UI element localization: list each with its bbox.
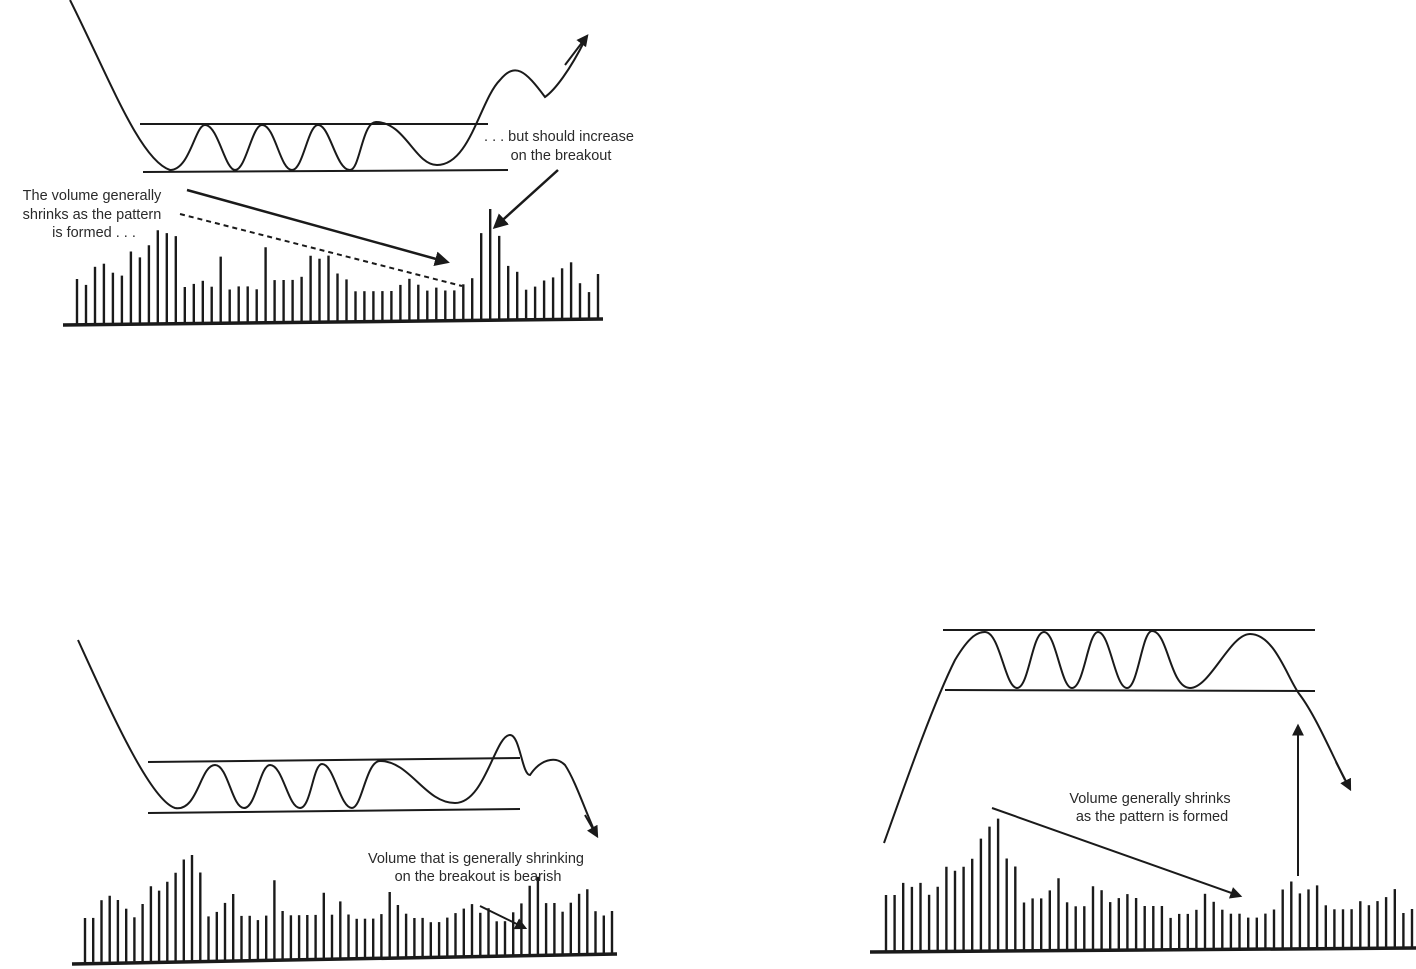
support-line bbox=[142, 169, 509, 173]
volume-bars bbox=[75, 209, 600, 324]
resistance-line bbox=[147, 757, 521, 763]
volume-baseline bbox=[62, 317, 604, 327]
price-path bbox=[69, 0, 586, 172]
breakdown-arrow bbox=[1335, 761, 1352, 792]
price-path bbox=[77, 639, 596, 833]
bearish-arrow bbox=[479, 905, 528, 930]
price-path bbox=[883, 629, 1346, 844]
volume-bars bbox=[83, 855, 614, 962]
volume-trend-dashed bbox=[179, 213, 463, 287]
label-shrink-2: Volume generally shrinks as the pattern … bbox=[1069, 791, 1234, 825]
panel-top-left: The volume generally shrinks as the patt… bbox=[23, 0, 638, 327]
volume-baseline bbox=[71, 952, 618, 966]
label-bearish: Volume that is generally shrinking on th… bbox=[368, 851, 588, 885]
label-shrink: The volume generally shrinks as the patt… bbox=[23, 188, 166, 241]
increase-arrow bbox=[492, 169, 559, 230]
shrink-arrow bbox=[991, 807, 1243, 899]
breakout-arrow bbox=[564, 34, 589, 66]
support-line bbox=[147, 808, 521, 814]
label-increase: . . . but should increase on the breakou… bbox=[484, 129, 638, 164]
shrink-arrow bbox=[186, 188, 450, 267]
support-line bbox=[944, 689, 1316, 692]
breakdown-arrow bbox=[584, 814, 599, 839]
panel-bottom-right: Volume generally shrinks as the pattern … bbox=[869, 629, 1416, 954]
panel-bottom-left: Volume that is generally shrinking on th… bbox=[71, 639, 618, 966]
volume-bars bbox=[884, 818, 1414, 951]
